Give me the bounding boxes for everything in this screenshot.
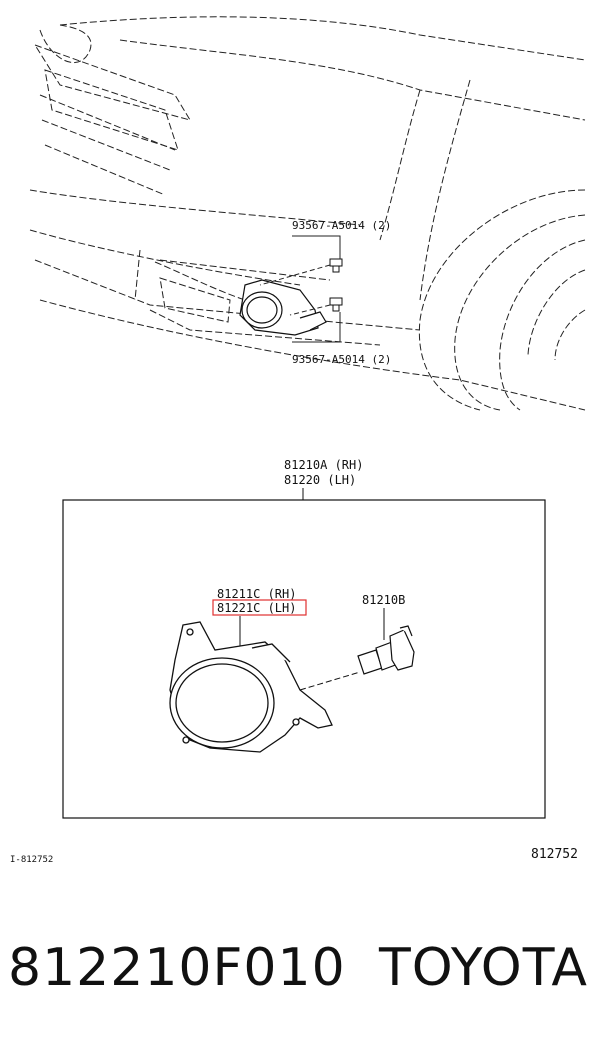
highlight-box [212,599,307,616]
callout-bulb: 81210B [362,593,405,607]
part-number: 812210F010 [8,938,346,998]
bulb-insertion-line [299,671,361,691]
callout-bolt-lower: 93567-A5014 (2) [292,353,391,366]
fog-lamp-bulb [357,625,415,675]
bolt-upper [329,258,343,273]
callout-lens-lh: 81221C (LH) [217,601,296,615]
callout-assembly-rh: 81210A (RH) [284,458,363,472]
brand-name: TOYOTA [379,938,588,998]
vehicle-fog-lamp [239,279,327,336]
callout-assembly-lh: 81220 (LH) [284,473,356,487]
assembly-frame [62,499,546,819]
part-caption: 812210F010 TOYOTA [0,938,600,1018]
fog-lamp-unit [169,621,333,753]
callout-lens-rh: 81211C (RH) [217,587,296,601]
vehicle-front-illustration [29,16,586,411]
figure-code-left: I-812752 [10,855,53,865]
callout-leaders-top [292,235,341,343]
figure-code-right: 812752 [531,847,578,862]
bolt-lower [329,297,343,312]
callout-bolt-upper: 93567-A5014 (2) [292,219,391,232]
bolt-leader-lines [259,264,331,316]
